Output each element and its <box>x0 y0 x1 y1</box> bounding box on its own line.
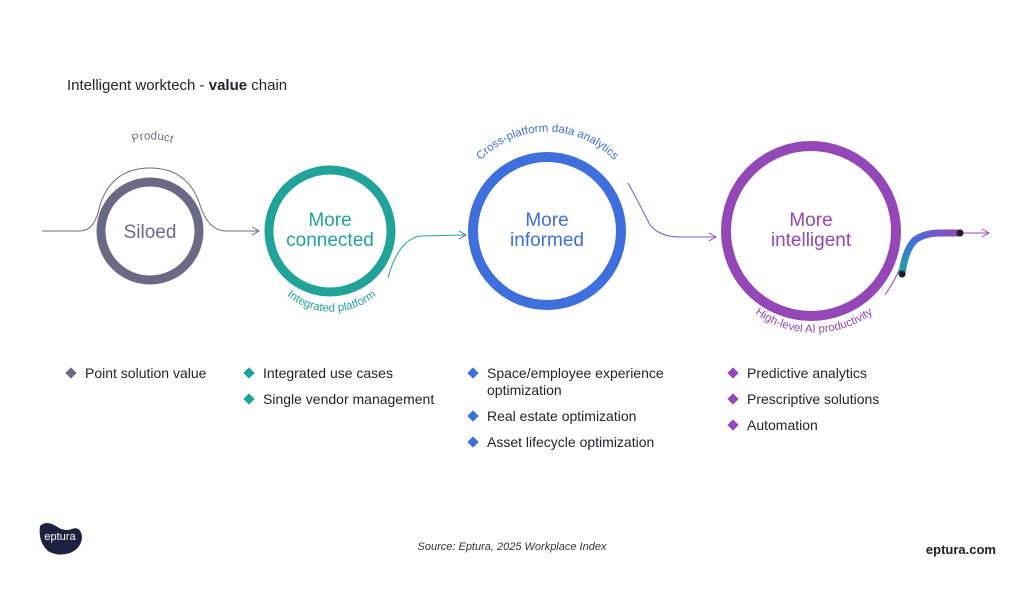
stage-informed: More informed <box>468 152 626 310</box>
stage-label-line1: More <box>308 210 351 231</box>
connector-1 <box>42 167 258 232</box>
stage-connected: More connected <box>264 165 396 297</box>
tail-start-dot <box>898 270 906 278</box>
eptura-logo <box>39 523 82 555</box>
stage-intelligent: More intelligent <box>721 141 901 321</box>
stage-label-line1: More <box>789 210 832 231</box>
gradient-tail <box>898 229 964 278</box>
arc-label-product: Product <box>130 130 175 146</box>
list-item: Predictive analytics <box>727 365 928 382</box>
stage-siloed: Siloed <box>96 177 204 285</box>
list-item: Space/employee experience optimization <box>467 365 688 399</box>
bullet-list-intelligent: Predictive analytics Prescriptive soluti… <box>727 365 928 443</box>
list-item: Single vendor management <box>243 391 459 408</box>
arrowhead-2 <box>458 230 468 240</box>
logo-text: eptura <box>44 531 76 543</box>
connector-lines <box>42 167 991 296</box>
diamond-icon <box>467 410 479 422</box>
source-note: Source: Eptura, 2025 Workplace Index <box>417 541 607 553</box>
diamond-icon <box>727 419 739 431</box>
page-title: Intelligent worktech - value chain <box>67 77 288 94</box>
list-item: Real estate optimization <box>467 408 688 425</box>
diamond-icon <box>467 367 479 379</box>
arrowhead-3 <box>708 232 718 242</box>
diamond-icon <box>243 393 255 405</box>
connector-2 <box>387 234 466 279</box>
tail-end-dot <box>956 229 964 237</box>
site-link[interactable]: eptura.com <box>925 542 996 557</box>
arrowhead-4 <box>981 228 991 238</box>
diamond-icon <box>467 436 479 448</box>
diamond-icon <box>65 367 77 379</box>
list-item: Automation <box>727 417 928 434</box>
bullet-list-connected: Integrated use cases Single vendor manag… <box>243 365 459 417</box>
bullet-list-siloed: Point solution value <box>65 365 236 391</box>
diamond-icon <box>243 367 255 379</box>
list-item: Point solution value <box>65 365 236 382</box>
bullet-list-informed: Space/employee experience optimization R… <box>467 365 688 460</box>
diamond-icon <box>727 367 739 379</box>
list-item: Asset lifecycle optimization <box>467 434 688 451</box>
stage-label: Siloed <box>124 222 177 243</box>
list-item: Prescriptive solutions <box>727 391 928 408</box>
connector-3 <box>627 182 715 238</box>
diamond-icon <box>727 393 739 405</box>
list-item: Integrated use cases <box>243 365 459 382</box>
stage-label-line1: More <box>525 210 568 231</box>
arrowhead-1 <box>251 226 261 236</box>
stage-label-line2: informed <box>510 230 584 251</box>
stage-label-line2: intelligent <box>771 230 852 251</box>
stage-label-line2: connected <box>286 230 374 251</box>
